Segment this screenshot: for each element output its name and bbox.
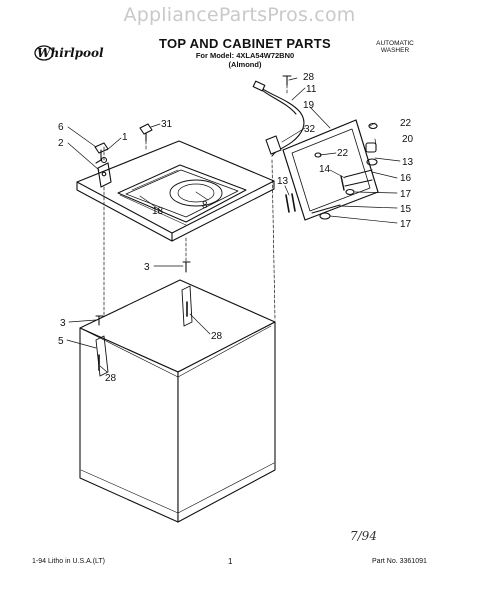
callout-15: 15 — [400, 204, 412, 215]
whirlpool-logo: Whirlpool — [34, 45, 104, 61]
console-hardware — [285, 122, 378, 220]
appliance-type-line2: WASHER — [380, 47, 410, 54]
callout-28b: 28 — [211, 331, 223, 342]
page-number: 1 — [228, 557, 233, 566]
part-number: Part No. 3361091 — [372, 558, 427, 565]
callout-1: 1 — [122, 132, 128, 143]
callout-13: 13 — [402, 157, 414, 168]
model-color: (Almond) — [228, 60, 262, 69]
callout-32: 32 — [304, 124, 316, 135]
cabinet-screws — [95, 261, 191, 371]
callout-5: 5 — [58, 336, 64, 347]
lid-clip — [139, 123, 153, 142]
callout-3: 3 — [144, 262, 150, 273]
callout-17b: 17 — [400, 219, 412, 230]
watermark: AppliancePartsPros.com — [123, 4, 356, 26]
print-info: 1-94 Litho in U.S.A.(LT) — [32, 558, 106, 565]
callout-17: 17 — [400, 189, 412, 200]
appliance-type-line1: AUTOMATIC — [376, 40, 414, 47]
screw — [282, 75, 292, 86]
callout-28: 28 — [303, 72, 315, 83]
callout-19: 19 — [303, 100, 315, 111]
washer-cabinet — [79, 279, 276, 523]
callout-14: 14 — [319, 164, 331, 175]
page-title: TOP AND CABINET PARTS — [159, 36, 331, 51]
model-number: For Model: 4XLA54W72BN0 — [195, 51, 295, 60]
hinge-bracket — [94, 142, 109, 164]
callout-31: 31 — [161, 119, 173, 130]
callout-6: 6 — [58, 122, 64, 133]
leader-lines — [66, 77, 401, 373]
callout-18: 18 — [152, 206, 164, 217]
brand-wordmark: Whirlpool — [37, 46, 104, 60]
callout-3b: 3 — [60, 318, 66, 329]
callout-22: 22 — [400, 118, 412, 129]
callout-20: 20 — [402, 134, 414, 145]
wire-harness — [252, 80, 305, 157]
callout-22b: 22 — [337, 148, 349, 159]
callout-2: 2 — [58, 138, 64, 149]
callout-28c: 28 — [105, 373, 117, 384]
washer-top-panel — [76, 140, 275, 242]
handwritten-note: 7/94 — [350, 529, 377, 543]
alignment-lines — [103, 84, 288, 321]
hinge-pin — [97, 162, 112, 188]
callout-8: 8 — [202, 200, 208, 211]
callout-11: 11 — [306, 84, 317, 95]
callout-16: 16 — [400, 173, 412, 184]
callout-13b: 13 — [277, 176, 289, 187]
